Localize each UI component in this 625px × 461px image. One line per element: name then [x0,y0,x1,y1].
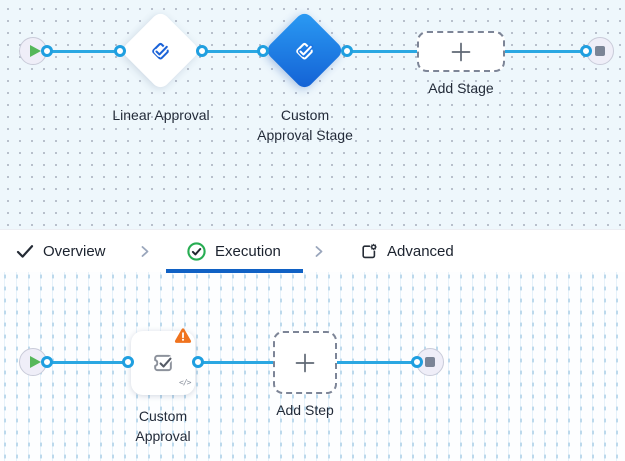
active-tab-indicator [166,269,303,273]
connector-edge [202,50,264,53]
tab-overview[interactable]: Overview [16,230,106,273]
stage-label-line: Linear Approval [112,107,210,123]
connection-point[interactable] [341,45,353,57]
connection-point[interactable] [114,45,126,57]
warning-triangle-icon[interactable] [173,327,193,350]
step-label-custom-approval: Custom Approval [103,406,223,446]
connector-edge [337,361,417,364]
add-step-label-text: Add Step [276,402,334,418]
advanced-settings-icon [362,243,377,259]
stop-icon [595,46,605,56]
tab-advanced[interactable]: Advanced [360,230,454,273]
step-label-line: Custom [138,408,188,424]
plus-icon [295,353,315,372]
connector-edge [47,361,128,364]
add-stage-label-text: Add Stage [428,80,494,96]
connection-point[interactable] [122,356,134,368]
stage-label-linear-approval: Linear Approval [91,105,231,125]
chevron-right-icon [312,244,326,259]
connection-point[interactable] [196,45,208,57]
add-step-button[interactable] [273,331,337,394]
connection-point[interactable] [580,45,592,57]
stage-tab-bar: Overview Execution Advanc [0,229,625,273]
connector-edge [347,50,417,53]
connection-point[interactable] [257,45,269,57]
stage-canvas[interactable]: Linear Approval Custom Approval Stage Ad… [0,0,625,229]
add-step-label: Add Step [245,400,365,420]
connection-point[interactable] [41,356,53,368]
check-circle-icon [187,242,206,261]
tab-label: Advanced [387,243,454,260]
stage-node-linear-approval[interactable] [120,10,201,91]
connection-point[interactable] [41,45,53,57]
stage-label-custom-approval-stage: Custom Approval Stage [235,105,375,145]
code-badge: </> [179,378,191,387]
add-stage-label: Add Stage [401,78,521,98]
stage-check-icon [148,38,174,64]
stop-icon [425,357,435,367]
stage-check-icon [292,38,318,64]
tab-label: Overview [43,243,106,260]
tab-execution[interactable]: Execution [187,230,281,273]
add-stage-button[interactable] [417,31,505,72]
connection-point[interactable] [411,356,423,368]
play-icon [29,45,41,57]
connector-edge [47,50,120,53]
connector-edge [505,50,586,53]
play-icon [29,356,41,368]
approval-step-icon [154,354,173,372]
connection-point[interactable] [192,356,204,368]
chevron-right-icon [138,244,152,259]
plus-icon [451,42,471,61]
stage-label-line: Approval Stage [257,127,353,143]
check-icon [16,245,34,258]
step-label-line: Approval [135,428,191,444]
stage-label-line: Custom [280,107,330,123]
stage-node-custom-approval-stage[interactable] [264,10,345,91]
tab-label: Execution [215,243,281,260]
connector-edge [198,361,273,364]
